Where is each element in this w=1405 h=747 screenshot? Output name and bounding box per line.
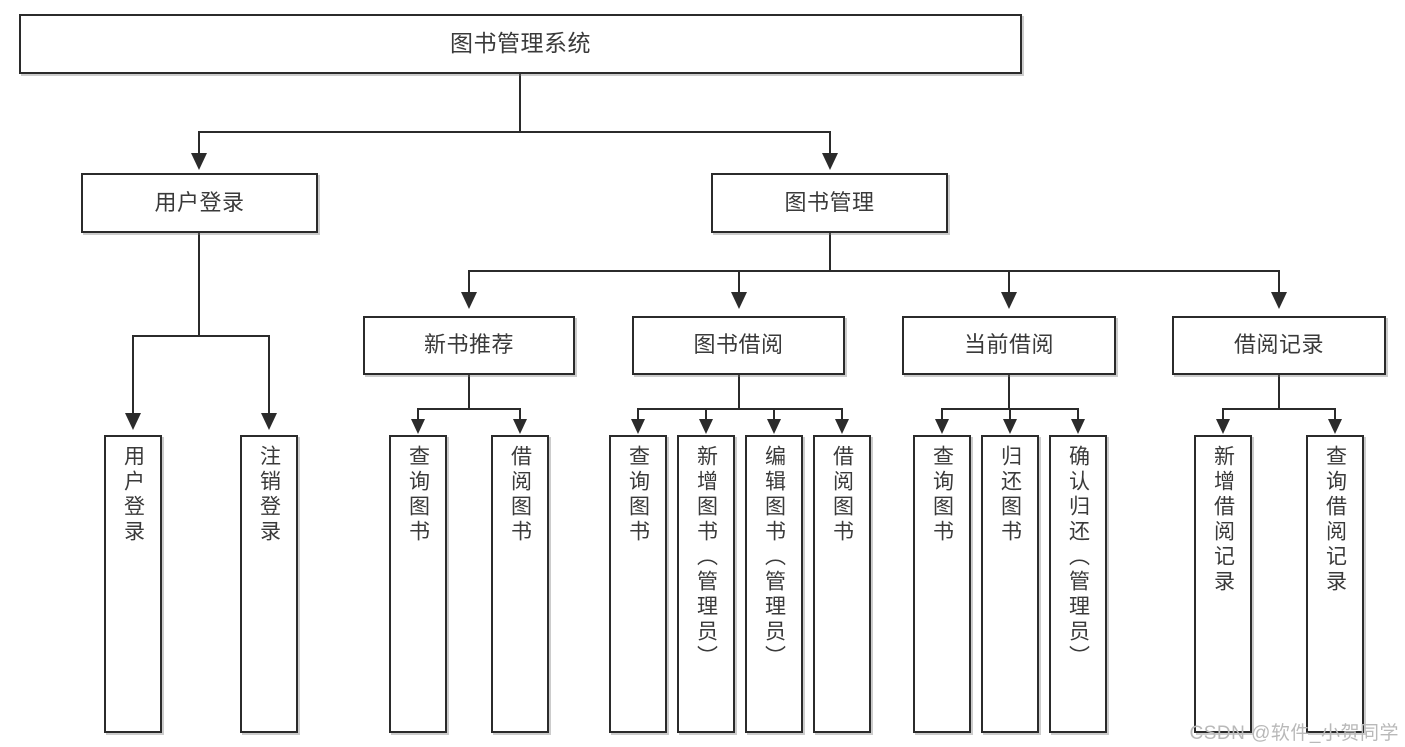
edge-borrow-record-bus (1222, 408, 1336, 410)
arrow-to-leaf-borrow-book-1 (513, 419, 527, 434)
node-user-login[interactable]: 用户登录 (81, 173, 318, 233)
arrow-to-leaf-query-book-1 (411, 419, 425, 434)
leaf-add-record[interactable]: 新增借阅记录 (1194, 435, 1252, 733)
edge-br-branch-1 (1222, 408, 1224, 420)
node-root[interactable]: 图书管理系统 (19, 14, 1022, 74)
edge-new-book-recommend-stem (468, 375, 470, 409)
leaf-borrow-book-2-label: 借阅图书 (830, 445, 854, 545)
edge-current-borrow-stem (1008, 375, 1010, 409)
edge-cb-branch-3 (1077, 408, 1079, 420)
node-new-book-recommend[interactable]: 新书推荐 (363, 316, 575, 375)
node-borrow-record-label: 借阅记录 (1233, 332, 1324, 358)
edge-root-stem (519, 74, 521, 132)
edge-to-new-book-recommend (468, 270, 470, 294)
arrow-to-book-borrow (731, 292, 747, 309)
edge-to-current-borrow (1008, 270, 1010, 294)
node-book-manage-label: 图书管理 (784, 189, 875, 215)
leaf-borrow-book-2[interactable]: 借阅图书 (813, 435, 871, 733)
node-borrow-record[interactable]: 借阅记录 (1172, 316, 1386, 375)
leaf-edit-book-label: 编辑图书（管理员） (762, 445, 786, 670)
arrow-to-leaf-query-book-2 (631, 419, 645, 434)
edge-root-to-book-manage (829, 131, 831, 154)
leaf-return-book[interactable]: 归还图书 (981, 435, 1039, 733)
arrow-to-borrow-record (1271, 292, 1287, 309)
edge-user-login-branch-1 (132, 335, 134, 415)
edge-book-borrow-stem (738, 375, 740, 409)
arrow-to-leaf-return-book (1003, 419, 1017, 434)
edge-bb-branch-3 (773, 408, 775, 420)
leaf-borrow-book-1-label: 借阅图书 (508, 445, 532, 545)
arrow-to-leaf-add-record (1216, 419, 1230, 434)
edge-cb-branch-1 (941, 408, 943, 420)
leaf-query-book-3[interactable]: 查询图书 (913, 435, 971, 733)
node-book-borrow[interactable]: 图书借阅 (632, 316, 845, 375)
arrow-to-leaf-logout-login (261, 413, 277, 430)
arrow-to-leaf-edit-book (767, 419, 781, 434)
arrow-root-to-user-login (191, 153, 207, 170)
leaf-user-login-label: 用户登录 (121, 445, 145, 545)
leaf-query-book-1[interactable]: 查询图书 (389, 435, 447, 733)
arrow-to-leaf-query-book-3 (935, 419, 949, 434)
edge-user-login-stem (198, 232, 200, 336)
arrow-to-leaf-user-login (125, 413, 141, 430)
arrow-to-new-book-recommend (461, 292, 477, 309)
edge-bb-branch-1 (637, 408, 639, 420)
leaf-add-book-label: 新增图书（管理员） (694, 445, 718, 670)
arrow-to-leaf-confirm-return (1071, 419, 1085, 434)
leaf-query-book-2[interactable]: 查询图书 (609, 435, 667, 733)
arrow-to-leaf-borrow-book-2 (835, 419, 849, 434)
arrow-root-to-book-manage (822, 153, 838, 170)
edge-nbr-branch-1 (417, 408, 419, 420)
leaf-query-book-1-label: 查询图书 (406, 445, 430, 545)
node-current-borrow[interactable]: 当前借阅 (902, 316, 1116, 375)
edge-br-branch-2 (1334, 408, 1336, 420)
leaf-add-record-label: 新增借阅记录 (1211, 445, 1235, 595)
edge-to-book-borrow (738, 270, 740, 294)
edge-book-manage-stem (829, 232, 831, 271)
edge-root-bus (198, 131, 831, 133)
edge-nbr-branch-2 (519, 408, 521, 420)
leaf-add-book[interactable]: 新增图书（管理员） (677, 435, 735, 733)
edge-borrow-record-stem (1278, 375, 1280, 409)
edge-bb-branch-4 (841, 408, 843, 420)
node-user-login-label: 用户登录 (154, 189, 245, 215)
arrow-to-leaf-add-book (699, 419, 713, 434)
arrow-to-current-borrow (1001, 292, 1017, 309)
node-book-borrow-label: 图书借阅 (693, 332, 784, 358)
leaf-confirm-return[interactable]: 确认归还（管理员） (1049, 435, 1107, 733)
edge-user-login-branch-2 (268, 335, 270, 415)
leaf-confirm-return-label: 确认归还（管理员） (1066, 445, 1090, 670)
edge-new-book-recommend-bus (417, 408, 521, 410)
edge-to-borrow-record (1278, 270, 1280, 294)
watermark: CSDN @软件_小贺同学 (1189, 723, 1399, 744)
node-book-manage[interactable]: 图书管理 (711, 173, 948, 233)
leaf-query-record[interactable]: 查询借阅记录 (1306, 435, 1364, 733)
leaf-logout-login[interactable]: 注销登录 (240, 435, 298, 733)
leaf-user-login[interactable]: 用户登录 (104, 435, 162, 733)
edge-root-to-user-login (198, 131, 200, 154)
node-new-book-recommend-label: 新书推荐 (423, 332, 514, 358)
node-root-label: 图书管理系统 (450, 30, 591, 57)
leaf-query-record-label: 查询借阅记录 (1323, 445, 1347, 595)
edge-book-manage-bus (468, 270, 1280, 272)
leaf-query-book-2-label: 查询图书 (626, 445, 650, 545)
edge-cb-branch-2 (1009, 408, 1011, 420)
leaf-edit-book[interactable]: 编辑图书（管理员） (745, 435, 803, 733)
leaf-logout-login-label: 注销登录 (257, 445, 281, 545)
leaf-return-book-label: 归还图书 (998, 445, 1022, 545)
edge-user-login-bus (132, 335, 270, 337)
leaf-borrow-book-1[interactable]: 借阅图书 (491, 435, 549, 733)
arrow-to-leaf-query-record (1328, 419, 1342, 434)
node-current-borrow-label: 当前借阅 (963, 332, 1054, 358)
leaf-query-book-3-label: 查询图书 (930, 445, 954, 545)
edge-bb-branch-2 (705, 408, 707, 420)
edge-book-borrow-bus (637, 408, 843, 410)
